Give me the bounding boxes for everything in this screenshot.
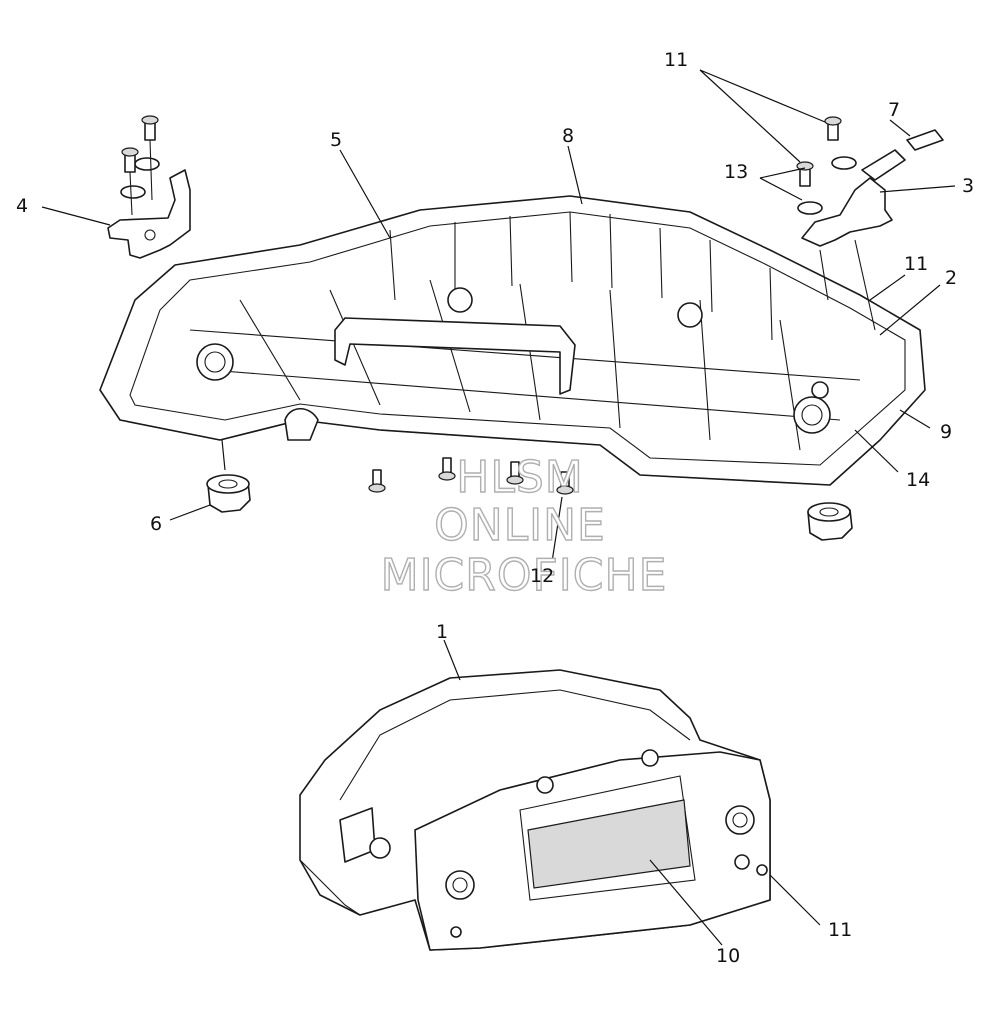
callout-10: 10 — [716, 945, 740, 967]
callout-7: 7 — [888, 99, 900, 121]
screws-12 — [368, 457, 574, 495]
callout-14: 14 — [906, 469, 930, 491]
callout-8: 8 — [562, 125, 574, 147]
watermark-line-3: MICROFICHE — [381, 550, 668, 601]
watermark: HLSM ONLINE MICROFICHE — [380, 451, 668, 601]
grommet-right — [807, 502, 853, 541]
callout-3: 3 — [962, 175, 974, 197]
instrument-cluster — [299, 669, 771, 951]
callout-5: 5 — [330, 129, 342, 151]
callout-11-top: 11 — [664, 49, 688, 71]
callout-11-right: 11 — [904, 253, 928, 275]
right-bracket — [796, 116, 944, 331]
leader-lines — [41, 69, 956, 946]
callout-12: 12 — [530, 565, 554, 587]
watermark-line-1: HLSM — [456, 452, 584, 503]
left-bracket — [107, 115, 191, 259]
callout-6: 6 — [150, 513, 162, 535]
callout-11-bottom: 11 — [828, 919, 852, 941]
callout-13: 13 — [724, 161, 748, 183]
instrument-tray — [99, 195, 926, 486]
callouts: 1 2 3 4 5 6 7 8 9 10 11 11 11 12 13 14 — [16, 49, 974, 967]
callout-1: 1 — [436, 621, 448, 643]
callout-9: 9 — [940, 421, 952, 443]
callout-4: 4 — [16, 195, 28, 217]
callout-2: 2 — [945, 267, 957, 289]
watermark-line-2: ONLINE — [434, 500, 606, 551]
grommet-left — [206, 474, 251, 513]
